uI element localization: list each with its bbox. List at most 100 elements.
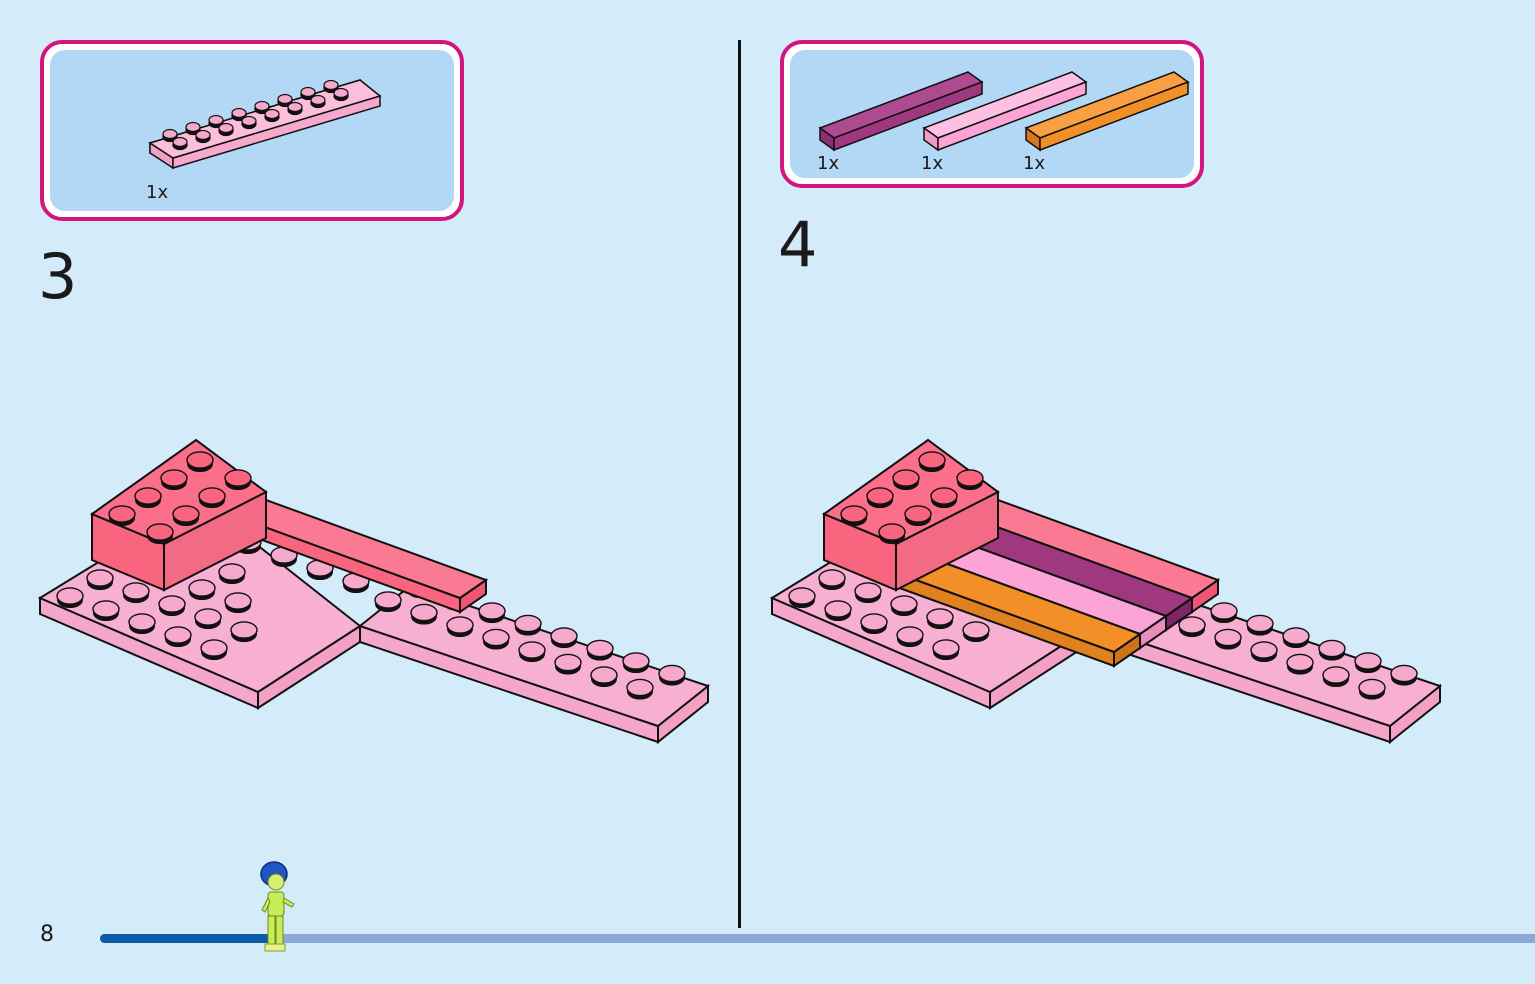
stud xyxy=(1250,641,1278,659)
stud xyxy=(1358,678,1386,697)
step-3-build-model xyxy=(37,438,711,745)
magenta-tile-part xyxy=(818,71,984,152)
parts-callout-step-4: 1x 1x 1x xyxy=(780,40,1204,188)
stud xyxy=(622,652,650,670)
stud xyxy=(932,639,960,657)
stud xyxy=(930,487,958,505)
stud xyxy=(860,613,888,631)
light-pink-tile-part xyxy=(922,71,1088,152)
part-quantity: 1x xyxy=(817,153,840,174)
tiles-parts xyxy=(818,71,1190,152)
stud xyxy=(1318,639,1346,658)
stud xyxy=(108,505,136,523)
stud xyxy=(1210,602,1238,620)
stud xyxy=(374,591,402,609)
stud xyxy=(287,101,303,113)
stud xyxy=(482,628,510,647)
stud xyxy=(554,653,582,672)
stud xyxy=(1246,614,1274,633)
stud xyxy=(218,122,234,134)
stud xyxy=(904,505,932,523)
stud xyxy=(310,94,326,106)
stud xyxy=(218,563,246,581)
stud xyxy=(658,664,686,683)
stud xyxy=(188,579,216,597)
stud xyxy=(550,627,578,645)
stud xyxy=(410,603,438,622)
stud xyxy=(185,121,201,133)
stud xyxy=(194,608,222,626)
pink-plate-2x8-part xyxy=(148,78,382,170)
stud xyxy=(323,79,339,91)
stud xyxy=(962,621,990,639)
step-number: 4 xyxy=(778,208,818,281)
stud xyxy=(878,523,906,541)
stud xyxy=(590,666,618,684)
stud xyxy=(824,600,852,618)
stud xyxy=(277,93,293,105)
stud xyxy=(866,487,894,505)
stud xyxy=(162,128,178,140)
parts-callout-inner: 1x xyxy=(50,50,454,211)
progress-bar-fill xyxy=(100,934,273,943)
step-4-build-model xyxy=(769,438,1443,745)
parts-callout-step-3: 1x xyxy=(40,40,464,221)
stud xyxy=(1214,628,1242,647)
stud xyxy=(186,451,214,469)
stud xyxy=(626,678,654,697)
stud xyxy=(300,86,316,98)
stud xyxy=(896,626,924,644)
stud xyxy=(518,641,546,659)
orange-tile-part xyxy=(1024,71,1190,152)
stud xyxy=(1178,616,1206,634)
stud xyxy=(172,505,200,523)
minifigure-icon xyxy=(260,861,295,952)
stud xyxy=(86,569,114,587)
stud xyxy=(840,505,868,523)
stud xyxy=(890,595,918,613)
stud xyxy=(478,602,506,620)
stud xyxy=(514,614,542,633)
stud xyxy=(128,613,156,631)
stud xyxy=(956,469,984,487)
stud xyxy=(134,487,162,505)
stud xyxy=(926,608,954,626)
stud xyxy=(200,639,228,657)
progress-bar xyxy=(100,934,1535,943)
stud xyxy=(892,469,920,487)
stud xyxy=(172,136,188,148)
stud xyxy=(818,569,846,587)
stud xyxy=(1390,664,1418,683)
stud xyxy=(164,626,192,644)
stud xyxy=(254,100,270,112)
stud xyxy=(854,582,882,600)
step-number: 3 xyxy=(38,240,78,313)
brick-studs xyxy=(840,451,984,545)
stud xyxy=(224,469,252,487)
stud xyxy=(92,600,120,618)
part-quantity: 1x xyxy=(1023,153,1046,174)
step-divider xyxy=(738,40,741,928)
stud xyxy=(1282,627,1310,645)
stud xyxy=(1322,666,1350,684)
stud xyxy=(918,451,946,469)
coral-brick-2x4 xyxy=(821,438,1000,592)
stud xyxy=(231,107,247,119)
stud xyxy=(224,592,252,610)
stud xyxy=(146,523,174,541)
stud xyxy=(56,587,84,605)
stud xyxy=(195,129,211,141)
stud xyxy=(1354,652,1382,670)
stud xyxy=(788,587,816,605)
stud xyxy=(586,639,614,658)
stud xyxy=(122,582,150,600)
stud xyxy=(158,595,186,613)
page-number: 8 xyxy=(40,922,54,947)
coral-brick-2x4 xyxy=(89,438,268,592)
stud xyxy=(241,115,257,127)
stud xyxy=(264,108,280,120)
stud xyxy=(1286,653,1314,672)
brick-studs xyxy=(108,451,252,545)
stud xyxy=(160,469,188,487)
stud xyxy=(333,87,349,99)
